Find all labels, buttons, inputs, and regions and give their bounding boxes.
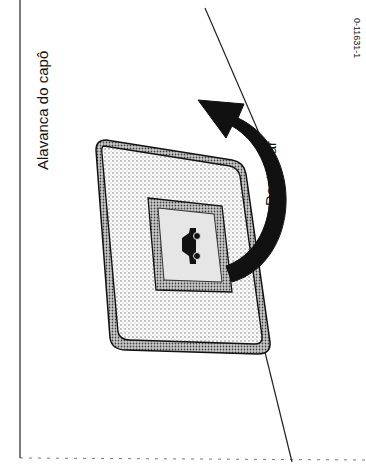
dash-line [262,340,292,462]
frame-line [20,458,366,460]
lever-handle [158,208,222,282]
unlock-arrow [198,100,286,282]
part-name: Alavanca do capô [34,51,51,170]
car-icon [182,228,201,264]
lever-panel [102,146,262,344]
lever-housing [96,140,270,354]
lever-recess [148,198,232,292]
action-label: Destravar [262,141,279,206]
figure-code: 0-11631-1 [352,18,362,58]
frame-line [19,0,20,458]
